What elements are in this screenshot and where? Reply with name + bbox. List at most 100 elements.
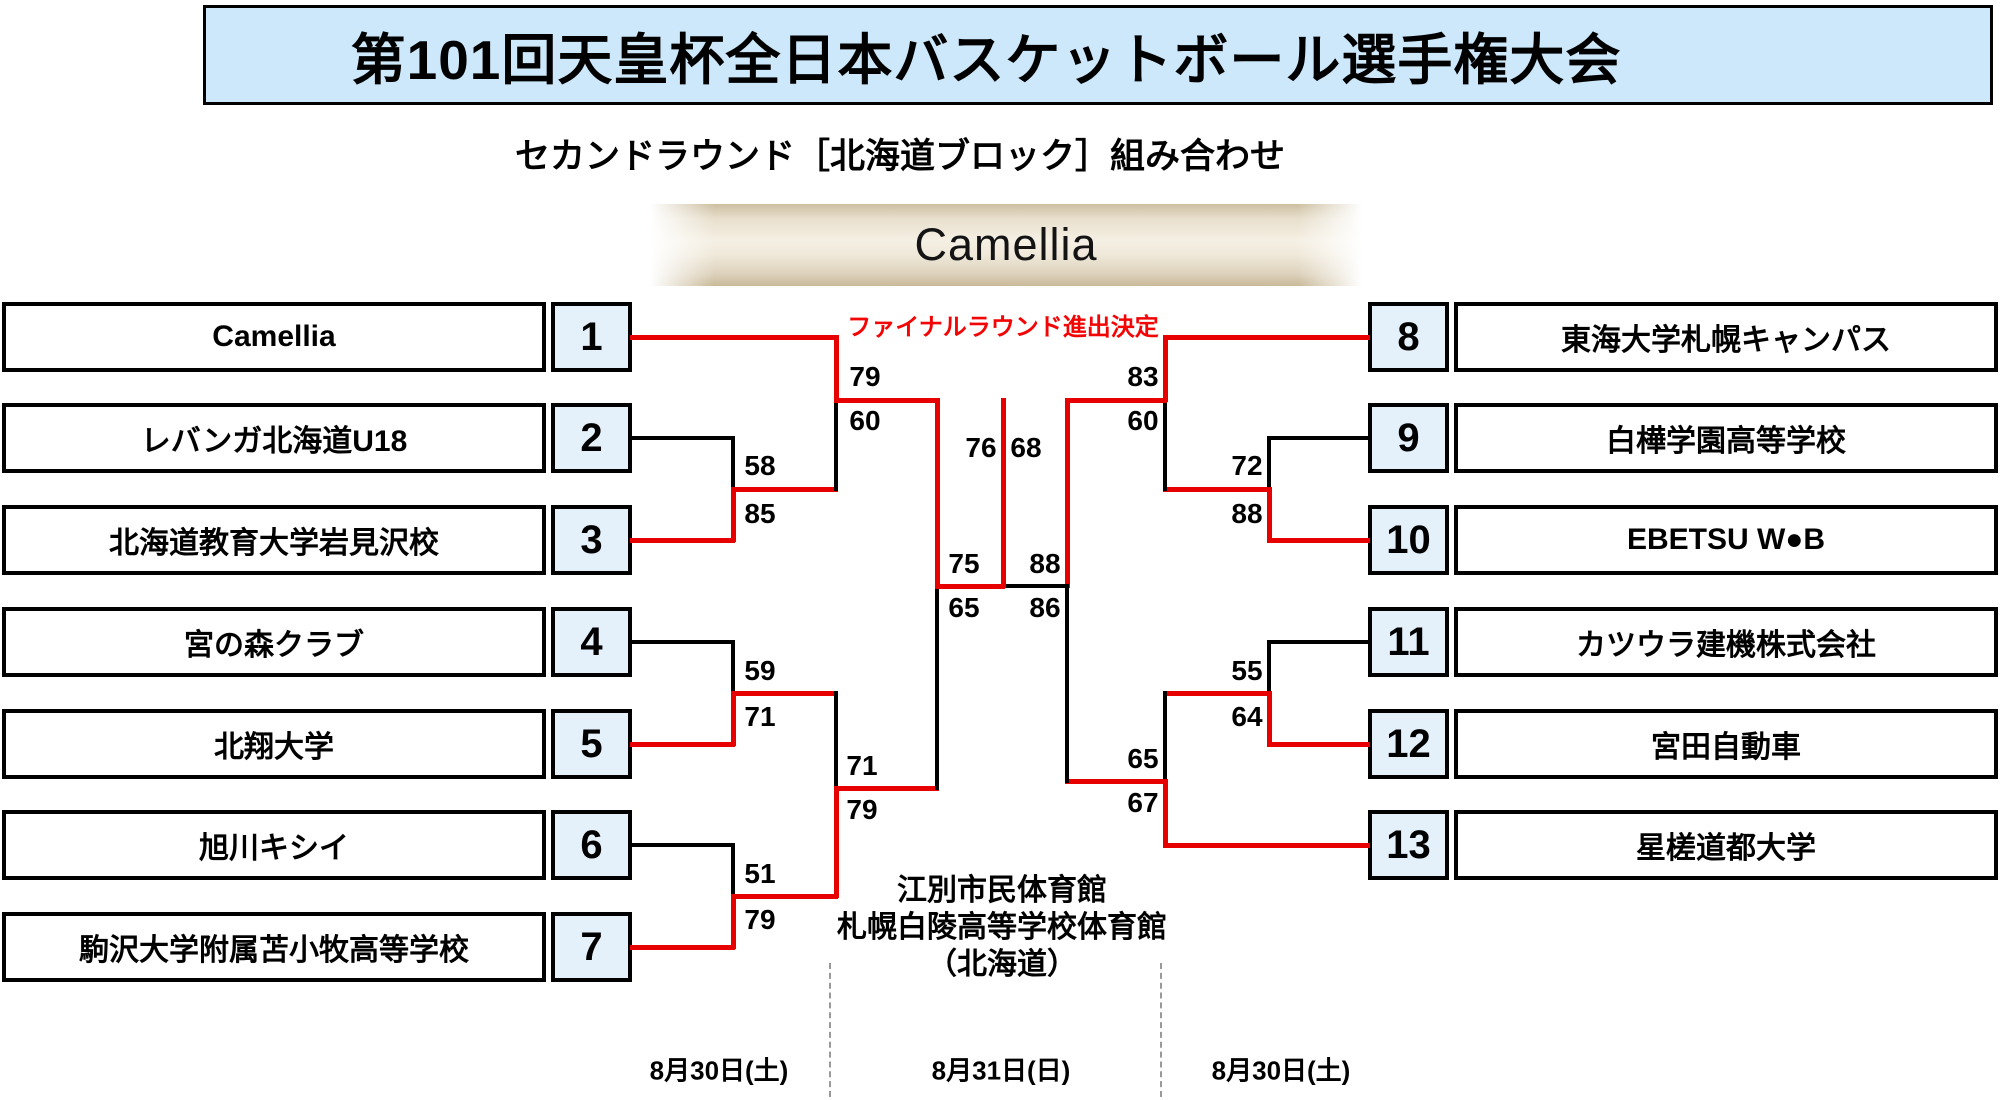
score-label: 72 <box>1231 450 1263 481</box>
team-number: 5 <box>551 709 632 779</box>
score-label: 79 <box>744 904 776 935</box>
bracket-line <box>630 537 735 543</box>
team-number: 9 <box>1368 403 1449 473</box>
bracket-line <box>1266 487 1272 542</box>
team-name: 宮田自動車 <box>1454 709 1998 779</box>
team-number: 2 <box>551 403 632 473</box>
bracket-line <box>1162 335 1168 402</box>
venue-line: （北海道） <box>927 948 1077 981</box>
final-round-announcement: ファイナルラウンド進出決定 <box>847 314 1159 341</box>
bracket-line <box>630 944 735 950</box>
bracket-line <box>934 398 940 588</box>
score-label: 60 <box>849 405 881 436</box>
score-label: 67 <box>1127 787 1159 818</box>
score-label: 86 <box>1029 592 1061 623</box>
team-number: 13 <box>1368 810 1449 880</box>
bracket-line <box>731 486 838 492</box>
team-number: 10 <box>1368 505 1449 575</box>
bracket-line <box>1267 640 1370 644</box>
venue-line: 江別市民体育館 <box>897 874 1107 907</box>
date-label: 8月31日(日) <box>931 1055 1071 1086</box>
score-label: 64 <box>1231 701 1263 732</box>
score-label: 79 <box>846 794 878 825</box>
score-label: 65 <box>1127 743 1159 774</box>
score-label: 55 <box>1231 655 1263 686</box>
score-label: 88 <box>1231 498 1263 529</box>
bracket-line <box>935 584 939 790</box>
bracket-line <box>730 487 736 542</box>
team-name: 旭川キシイ <box>2 810 546 880</box>
date-label: 8月30日(土) <box>1211 1055 1351 1086</box>
bracket-line <box>731 893 838 899</box>
bracket-line <box>1267 640 1271 695</box>
bracket-line <box>630 741 735 747</box>
score-label: 79 <box>849 361 881 392</box>
bracket-line <box>730 894 736 949</box>
team-name: 宮の森クラブ <box>2 607 546 677</box>
score-label: 71 <box>846 750 878 781</box>
bracket-line <box>630 843 735 847</box>
title-banner: 第101回天皇杯全日本バスケットボール選手権大会 <box>203 5 1993 105</box>
score-label: 65 <box>948 592 980 623</box>
bracket-line <box>1163 842 1370 848</box>
bracket-line <box>1163 398 1167 491</box>
bracket-line <box>834 785 939 791</box>
bracket-line <box>731 690 838 696</box>
bracket-line <box>731 640 735 695</box>
team-number: 12 <box>1368 709 1449 779</box>
team-name: 北翔大学 <box>2 709 546 779</box>
score-label: 68 <box>1010 432 1042 463</box>
score-label: 71 <box>744 701 776 732</box>
page-title: 第101回天皇杯全日本バスケットボール選手権大会 <box>350 29 1622 91</box>
team-name: 北海道教育大学岩見沢校 <box>2 505 546 575</box>
team-name: 白樺学園高等学校 <box>1454 403 1998 473</box>
bracket-line <box>1162 779 1168 847</box>
bracket-line <box>1065 778 1167 784</box>
score-label: 59 <box>744 655 776 686</box>
bracket-line <box>730 691 736 746</box>
bracket-line <box>1163 486 1271 492</box>
bracket-line <box>935 583 1005 589</box>
score-label: 85 <box>744 498 776 529</box>
team-name: 東海大学札幌キャンパス <box>1454 302 1998 372</box>
score-label: 75 <box>948 548 980 579</box>
team-number: 8 <box>1368 302 1449 372</box>
bracket-line <box>1267 436 1370 440</box>
bracket-line <box>731 843 735 898</box>
team-name: カツウラ建機株式会社 <box>1454 607 1998 677</box>
bracket-line <box>834 691 838 790</box>
team-number: 6 <box>551 810 632 880</box>
bracket-line <box>630 640 735 644</box>
bracket-line <box>1065 397 1167 403</box>
team-name: 駒沢大学附属苫小牧高等学校 <box>2 912 546 982</box>
team-number: 7 <box>551 912 632 982</box>
team-name: レバンガ北海道U18 <box>2 403 546 473</box>
bracket-line <box>1001 584 1069 588</box>
bracket-line <box>1000 398 1006 588</box>
bracket-line <box>630 436 735 440</box>
bracket-line <box>1065 584 1069 783</box>
score-label: 58 <box>744 450 776 481</box>
team-number: 4 <box>551 607 632 677</box>
team-name: 星槎道都大学 <box>1454 810 1998 880</box>
score-label: 83 <box>1127 361 1159 392</box>
date-label: 8月30日(土) <box>649 1055 789 1086</box>
team-number: 1 <box>551 302 632 372</box>
bracket-line <box>1267 741 1370 747</box>
schedule-divider <box>829 963 831 1097</box>
team-name: Camellia <box>2 302 546 372</box>
champion-ribbon: Camellia <box>650 204 1362 286</box>
bracket-line <box>1163 691 1167 783</box>
bracket-line <box>1163 690 1271 696</box>
bracket-line <box>731 436 735 491</box>
score-label: 76 <box>965 432 997 463</box>
score-label: 60 <box>1127 405 1159 436</box>
page-subtitle: セカンドラウンド［北海道ブロック］組み合わせ <box>514 137 1285 176</box>
score-label: 88 <box>1029 548 1061 579</box>
bracket-line <box>1266 691 1272 746</box>
champion-name: Camellia <box>914 219 1098 270</box>
bracket-line <box>1267 436 1271 491</box>
bracket-line <box>834 397 939 403</box>
score-label: 51 <box>744 858 776 889</box>
bracket-line <box>833 786 839 898</box>
